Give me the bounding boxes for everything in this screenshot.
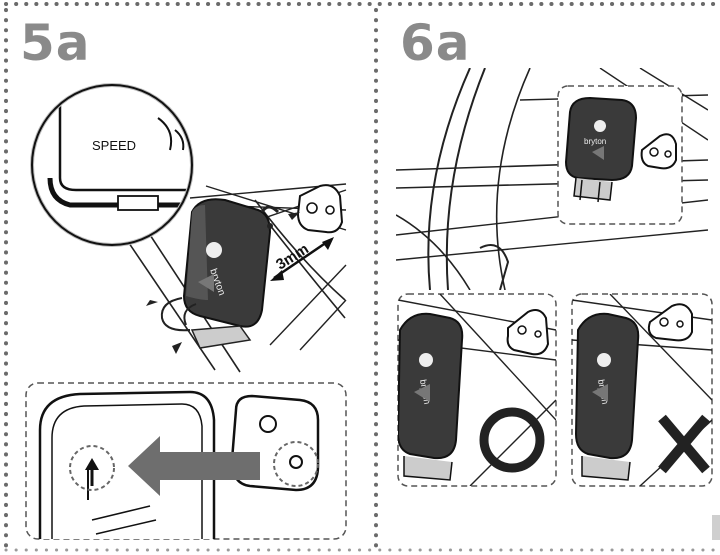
step-label-5a: 5a [20, 14, 91, 72]
up-arrow-icon [85, 458, 99, 486]
spoke-magnet-5a [296, 184, 344, 234]
gap-measure: 3mm [270, 237, 334, 281]
speed-zoom-callout: SPEED [30, 83, 194, 247]
step-label-6a: 6a [400, 14, 471, 72]
speed-label: SPEED [92, 138, 136, 153]
align-arrow-icon [128, 436, 260, 496]
bryton-logo-icon [206, 242, 222, 258]
strap-release-arrows [146, 300, 182, 354]
speed-sensor-5a: bryton [160, 198, 272, 349]
sensor-mark-highlight [69, 445, 115, 491]
magnet-mark-highlight [273, 441, 319, 487]
alignment-detail [38, 390, 320, 539]
mount-arrows [260, 205, 300, 229]
scrollbar-thumb[interactable] [712, 515, 720, 540]
panel-5a-illustration: bryton 3mm [25, 83, 347, 540]
